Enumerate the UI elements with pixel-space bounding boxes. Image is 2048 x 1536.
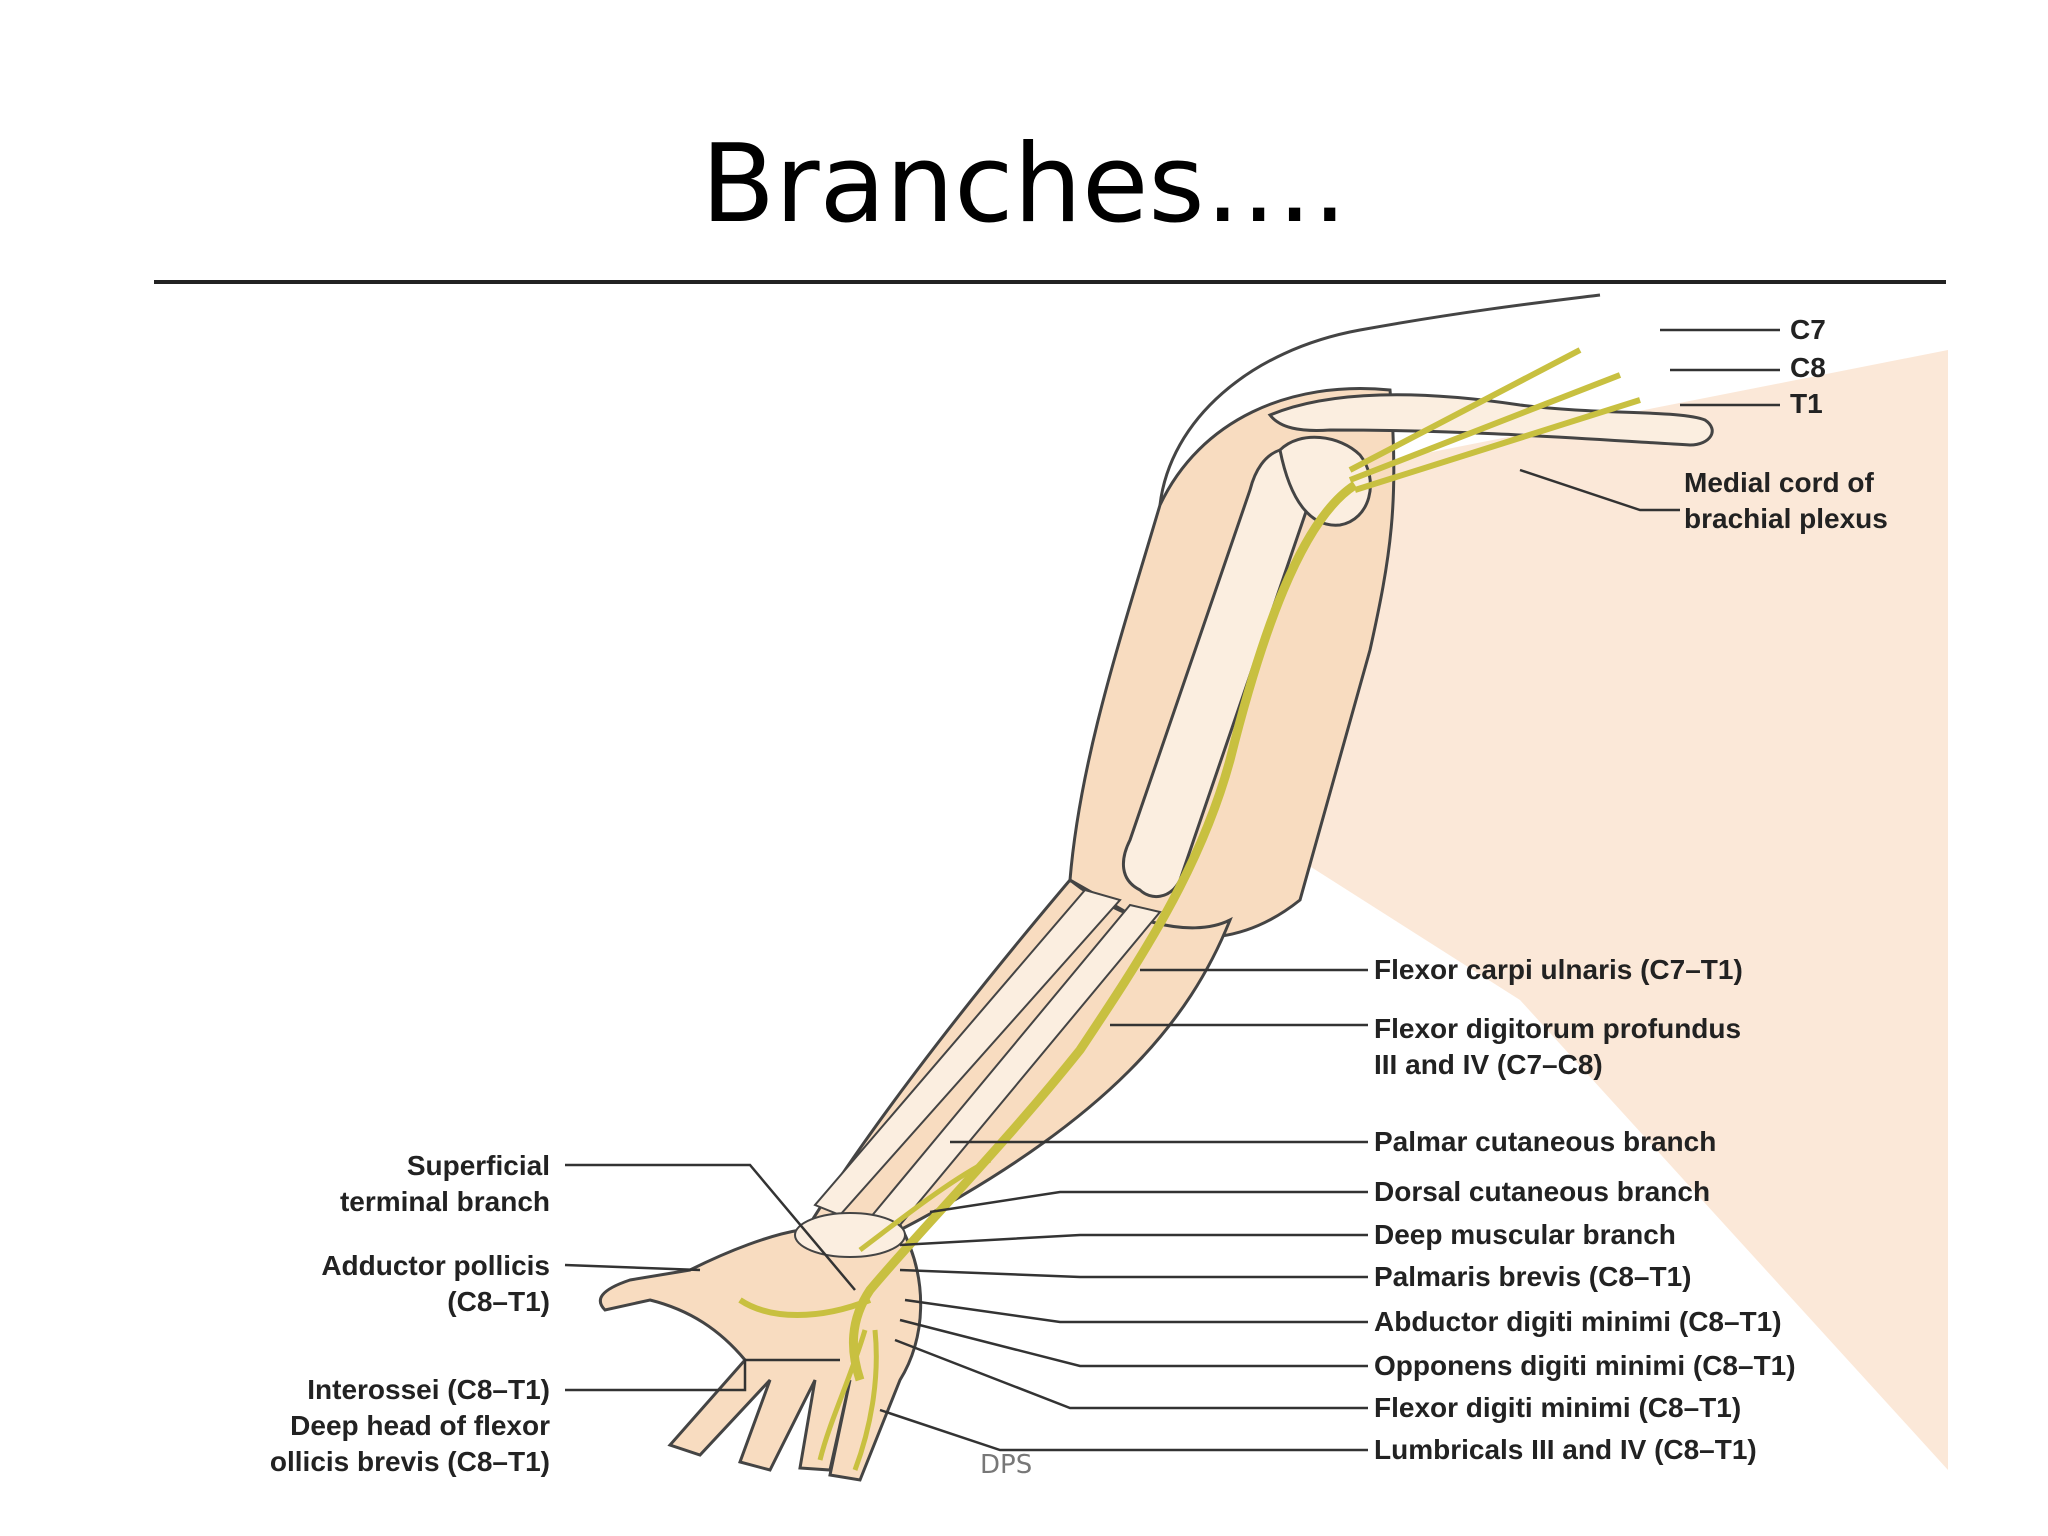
slide-title: Branches….	[701, 122, 1347, 247]
clavicle-bone	[1267, 393, 1714, 447]
title-divider	[154, 280, 1946, 284]
label-fdp-line2: III and IV (C7–C8)	[1374, 1049, 1603, 1080]
right-leader-lines	[879, 328, 1780, 1452]
label-palmar-cutaneous: Palmar cutaneous branch	[1374, 1126, 1717, 1157]
label-deep-muscular: Deep muscular branch	[1374, 1219, 1676, 1250]
label-lumbricals: Lumbricals III and IV (C8–T1)	[1374, 1434, 1757, 1465]
leader-lumbricals	[879, 1408, 1368, 1452]
dorsal-branch	[858, 1157, 992, 1252]
leader-medial-cord	[1519, 468, 1680, 512]
label-dorsal-cutaneous: Dorsal cutaneous branch	[1374, 1176, 1711, 1207]
leader-opponens-dm	[899, 1318, 1368, 1368]
label-adductor-line2: (C8–T1)	[447, 1286, 550, 1317]
label-superficial-line1: Superficial	[406, 1150, 550, 1181]
leader-abductor-dm	[904, 1298, 1368, 1324]
superficial-branch-1	[817, 1329, 868, 1461]
hand	[598, 1223, 923, 1482]
torso-shape	[1290, 350, 1948, 1470]
leader-interossei	[565, 1358, 840, 1392]
label-abductor-digiti-minimi: Abductor digiti minimi (C8–T1)	[1374, 1306, 1782, 1337]
left-leader-lines	[564, 1163, 856, 1392]
label-superficial-line2: terminal branch	[339, 1186, 550, 1217]
label-opponens-digiti-minimi: Opponens digiti minimi (C8–T1)	[1374, 1350, 1796, 1381]
leader-palmaris-brevis	[899, 1268, 1368, 1279]
leader-deep-muscular	[899, 1233, 1368, 1247]
superficial-branch-2	[852, 1329, 879, 1471]
label-deep-head-line2: ollicis brevis (C8–T1)	[269, 1446, 550, 1477]
label-medial-cord-line2: brachial plexus	[1684, 503, 1888, 534]
nerve-root-t1	[1354, 397, 1641, 493]
label-c8: C8	[1790, 352, 1826, 383]
label-t1: T1	[1790, 388, 1823, 419]
label-flexor-carpi-ulnaris: Flexor carpi ulnaris (C7–T1)	[1374, 954, 1743, 985]
nerve-root-c8	[1348, 372, 1622, 483]
leader-flexor-dm	[894, 1338, 1368, 1410]
ulnar-nerve	[848, 481, 1358, 1382]
leader-dorsal-cutaneous	[929, 1190, 1368, 1214]
carpal-bones	[794, 1212, 906, 1258]
label-interossei: Interossei (C8–T1)	[307, 1374, 550, 1405]
slide-footer: DPS	[980, 1450, 1033, 1480]
label-c7: C7	[1790, 314, 1826, 345]
leader-superficial	[565, 1163, 856, 1291]
label-medial-cord-line1: Medial cord of	[1684, 467, 1874, 498]
leader-adductor	[564, 1263, 701, 1272]
label-flexor-digiti-minimi: Flexor digiti minimi (C8–T1)	[1374, 1392, 1742, 1423]
label-fdp-line1: Flexor digitorum profundus	[1374, 1013, 1742, 1044]
deep-branch	[738, 1297, 872, 1318]
label-deep-head-line1: Deep head of flexor	[290, 1410, 550, 1441]
label-palmaris-brevis: Palmaris brevis (C8–T1)	[1374, 1261, 1692, 1292]
shoulder-outline	[1158, 293, 1601, 506]
nerve-root-c7	[1348, 347, 1582, 473]
scapula-bone	[1278, 435, 1372, 527]
label-adductor-line1: Adductor pollicis	[321, 1250, 550, 1281]
